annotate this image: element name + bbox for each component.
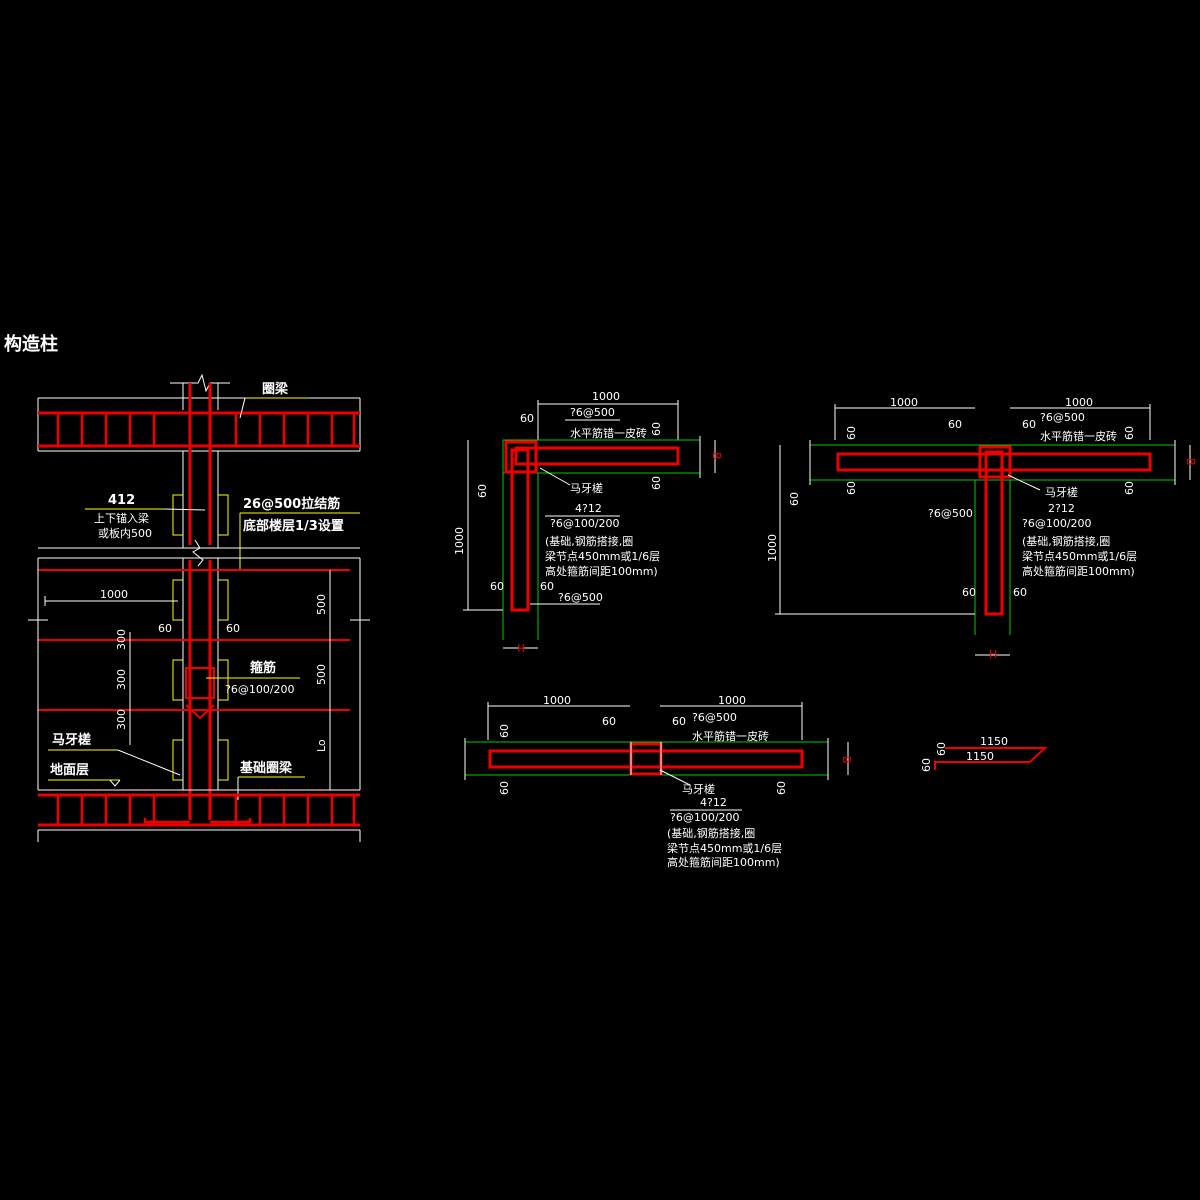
dim-500-a: 500 [315, 594, 328, 615]
tee-note-3: 高处箍筋间距100mm) [1022, 564, 1135, 578]
tee-dim-h: H [989, 648, 997, 661]
straight-horiz-note: 水平筋错一皮砖 [692, 729, 769, 743]
corner-note-1: (基础,钢筋搭接,圈 [545, 534, 633, 548]
straight-note-3: 高处箍筋间距100mm) [667, 855, 780, 869]
foundation-ring-beam [37, 789, 361, 842]
corner-dim-60-b: 60 [650, 476, 663, 490]
straight-column-plan: 1000 60 1000 60 ?6@500 水平筋错一皮砖 60 60 60 … [464, 694, 853, 869]
stirrup-label: 箍筋 [250, 660, 276, 676]
tee-horiz-note: 水平筋错一皮砖 [1040, 429, 1117, 443]
tee-dim-60-e: 60 [962, 586, 976, 599]
dim-500-b: 500 [315, 664, 328, 685]
ground-label: 地面层 [50, 762, 89, 778]
tee-note-2: 梁节点450mm或1/6层 [1022, 549, 1137, 563]
tee-dim-60-f: 60 [1013, 586, 1027, 599]
corner-toothed: 马牙槎 [570, 481, 603, 495]
hook-dim-1150-b: 1150 [966, 750, 994, 763]
corner-tie-label: ?6@500 [570, 406, 615, 419]
tee-dim-60-b: 60 [845, 481, 858, 495]
corner-dim-1000-top: 1000 [592, 390, 620, 403]
tee-note-1: (基础,钢筋搭接,圈 [1022, 534, 1110, 548]
tee-tie-left: ?6@500 [928, 507, 973, 520]
tee-dim-60-right: 60 [1022, 418, 1036, 431]
tee-dim-60-d: 60 [1123, 481, 1136, 495]
corner-dim-60-top: 60 [520, 412, 534, 425]
tee-dim-1000-left: 1000 [890, 396, 918, 409]
tie-bar-label: 26@500拉结筋 [243, 496, 340, 512]
tee-bars: 2?12 [1048, 502, 1075, 515]
straight-dim-60-c: 60 [775, 781, 788, 795]
column-elevation: 圈梁 412 上下锚入梁 或板内500 26@500拉结筋 底部楼层1/3设置 [28, 373, 370, 842]
toothed-label: 马牙槎 [52, 732, 91, 748]
straight-dim-60-a: 60 [498, 724, 511, 738]
tee-dim-1000-right: 1000 [1065, 396, 1093, 409]
corner-note-2: 梁节点450mm或1/6层 [545, 549, 660, 563]
tee-dim-1000-side: 1000 [766, 534, 779, 562]
corner-tie-bottom: ?6@500 [558, 591, 603, 604]
tee-column-plan: 1000 60 1000 60 ?6@500 水平筋错一皮砖 60 60 60 … [766, 396, 1197, 661]
tee-toothed: 马牙槎 [1045, 485, 1078, 499]
tee-tie: ?6@500 [1040, 411, 1085, 424]
straight-tie: ?6@500 [692, 711, 737, 724]
corner-dim-60-left: 60 [476, 484, 489, 498]
corner-column-plan: 1000 60 ?6@500 水平筋错一皮砖 60 60 B 马牙槎 4?12 … [453, 390, 723, 655]
tee-dim-60-side: 60 [788, 492, 801, 506]
dim-60-left: 60 [158, 622, 172, 635]
tee-dim-60-left: 60 [948, 418, 962, 431]
hook-dim-1150-a: 1150 [980, 735, 1008, 748]
corner-horiz-note: 水平筋错一皮砖 [570, 426, 647, 440]
straight-dim-1000-left: 1000 [543, 694, 571, 707]
embed-note-2: 或板内500 [98, 526, 152, 540]
dim-300-b: 300 [115, 669, 128, 690]
hook-dim-60-a: 60 [935, 742, 948, 756]
corner-dim-h: H [517, 642, 525, 655]
stirrup-spec: ?6@100/200 [225, 683, 295, 696]
corner-bars: 4?12 [575, 502, 602, 515]
straight-dim-60-b: 60 [498, 781, 511, 795]
corner-dim-60-a: 60 [650, 422, 663, 436]
corner-dim-60-c: 60 [540, 580, 554, 593]
straight-bars: 4?12 [700, 796, 727, 809]
corner-dim-60-bottom: 60 [490, 580, 504, 593]
corner-stirrup: ?6@100/200 [550, 517, 620, 530]
tie-bar-detail: 1150 1150 60 60 [920, 735, 1048, 772]
straight-dim-1000-right: 1000 [718, 694, 746, 707]
embed-note-1: 上下锚入梁 [94, 511, 149, 525]
tee-dim-60-c: 60 [1123, 426, 1136, 440]
straight-note-1: (基础,钢筋搭接,圈 [667, 826, 755, 840]
straight-note-2: 梁节点450mm或1/6层 [667, 841, 782, 855]
found-beam-label: 基础圈梁 [239, 760, 293, 776]
corner-note-3: 高处箍筋间距100mm) [545, 564, 658, 578]
top-ring-beam [37, 397, 361, 452]
straight-dim-60-right: 60 [672, 715, 686, 728]
tee-stirrup: ?6@100/200 [1022, 517, 1092, 530]
drawing-title: 构造柱 [4, 334, 58, 355]
bars-label: 412 [108, 493, 135, 508]
corner-dim-1000-left: 1000 [453, 527, 466, 555]
straight-dim-60-left: 60 [602, 715, 616, 728]
hook-dim-60-b: 60 [920, 758, 933, 772]
tee-dim-b: B [1184, 458, 1197, 466]
straight-dim-b: B [840, 756, 853, 764]
straight-stirrup: ?6@100/200 [670, 811, 740, 824]
straight-toothed: 马牙槎 [682, 782, 715, 796]
tie-note: 底部楼层1/3设置 [243, 518, 344, 534]
dim-lo: Lo [315, 739, 328, 752]
corner-dim-b: B [710, 452, 723, 460]
dim-60-right: 60 [226, 622, 240, 635]
dim-1000: 1000 [100, 588, 128, 601]
dim-300-c: 300 [115, 709, 128, 730]
dim-300-a: 300 [115, 629, 128, 650]
ring-beam-label: 圈梁 [262, 381, 289, 397]
tee-dim-60-a: 60 [845, 426, 858, 440]
